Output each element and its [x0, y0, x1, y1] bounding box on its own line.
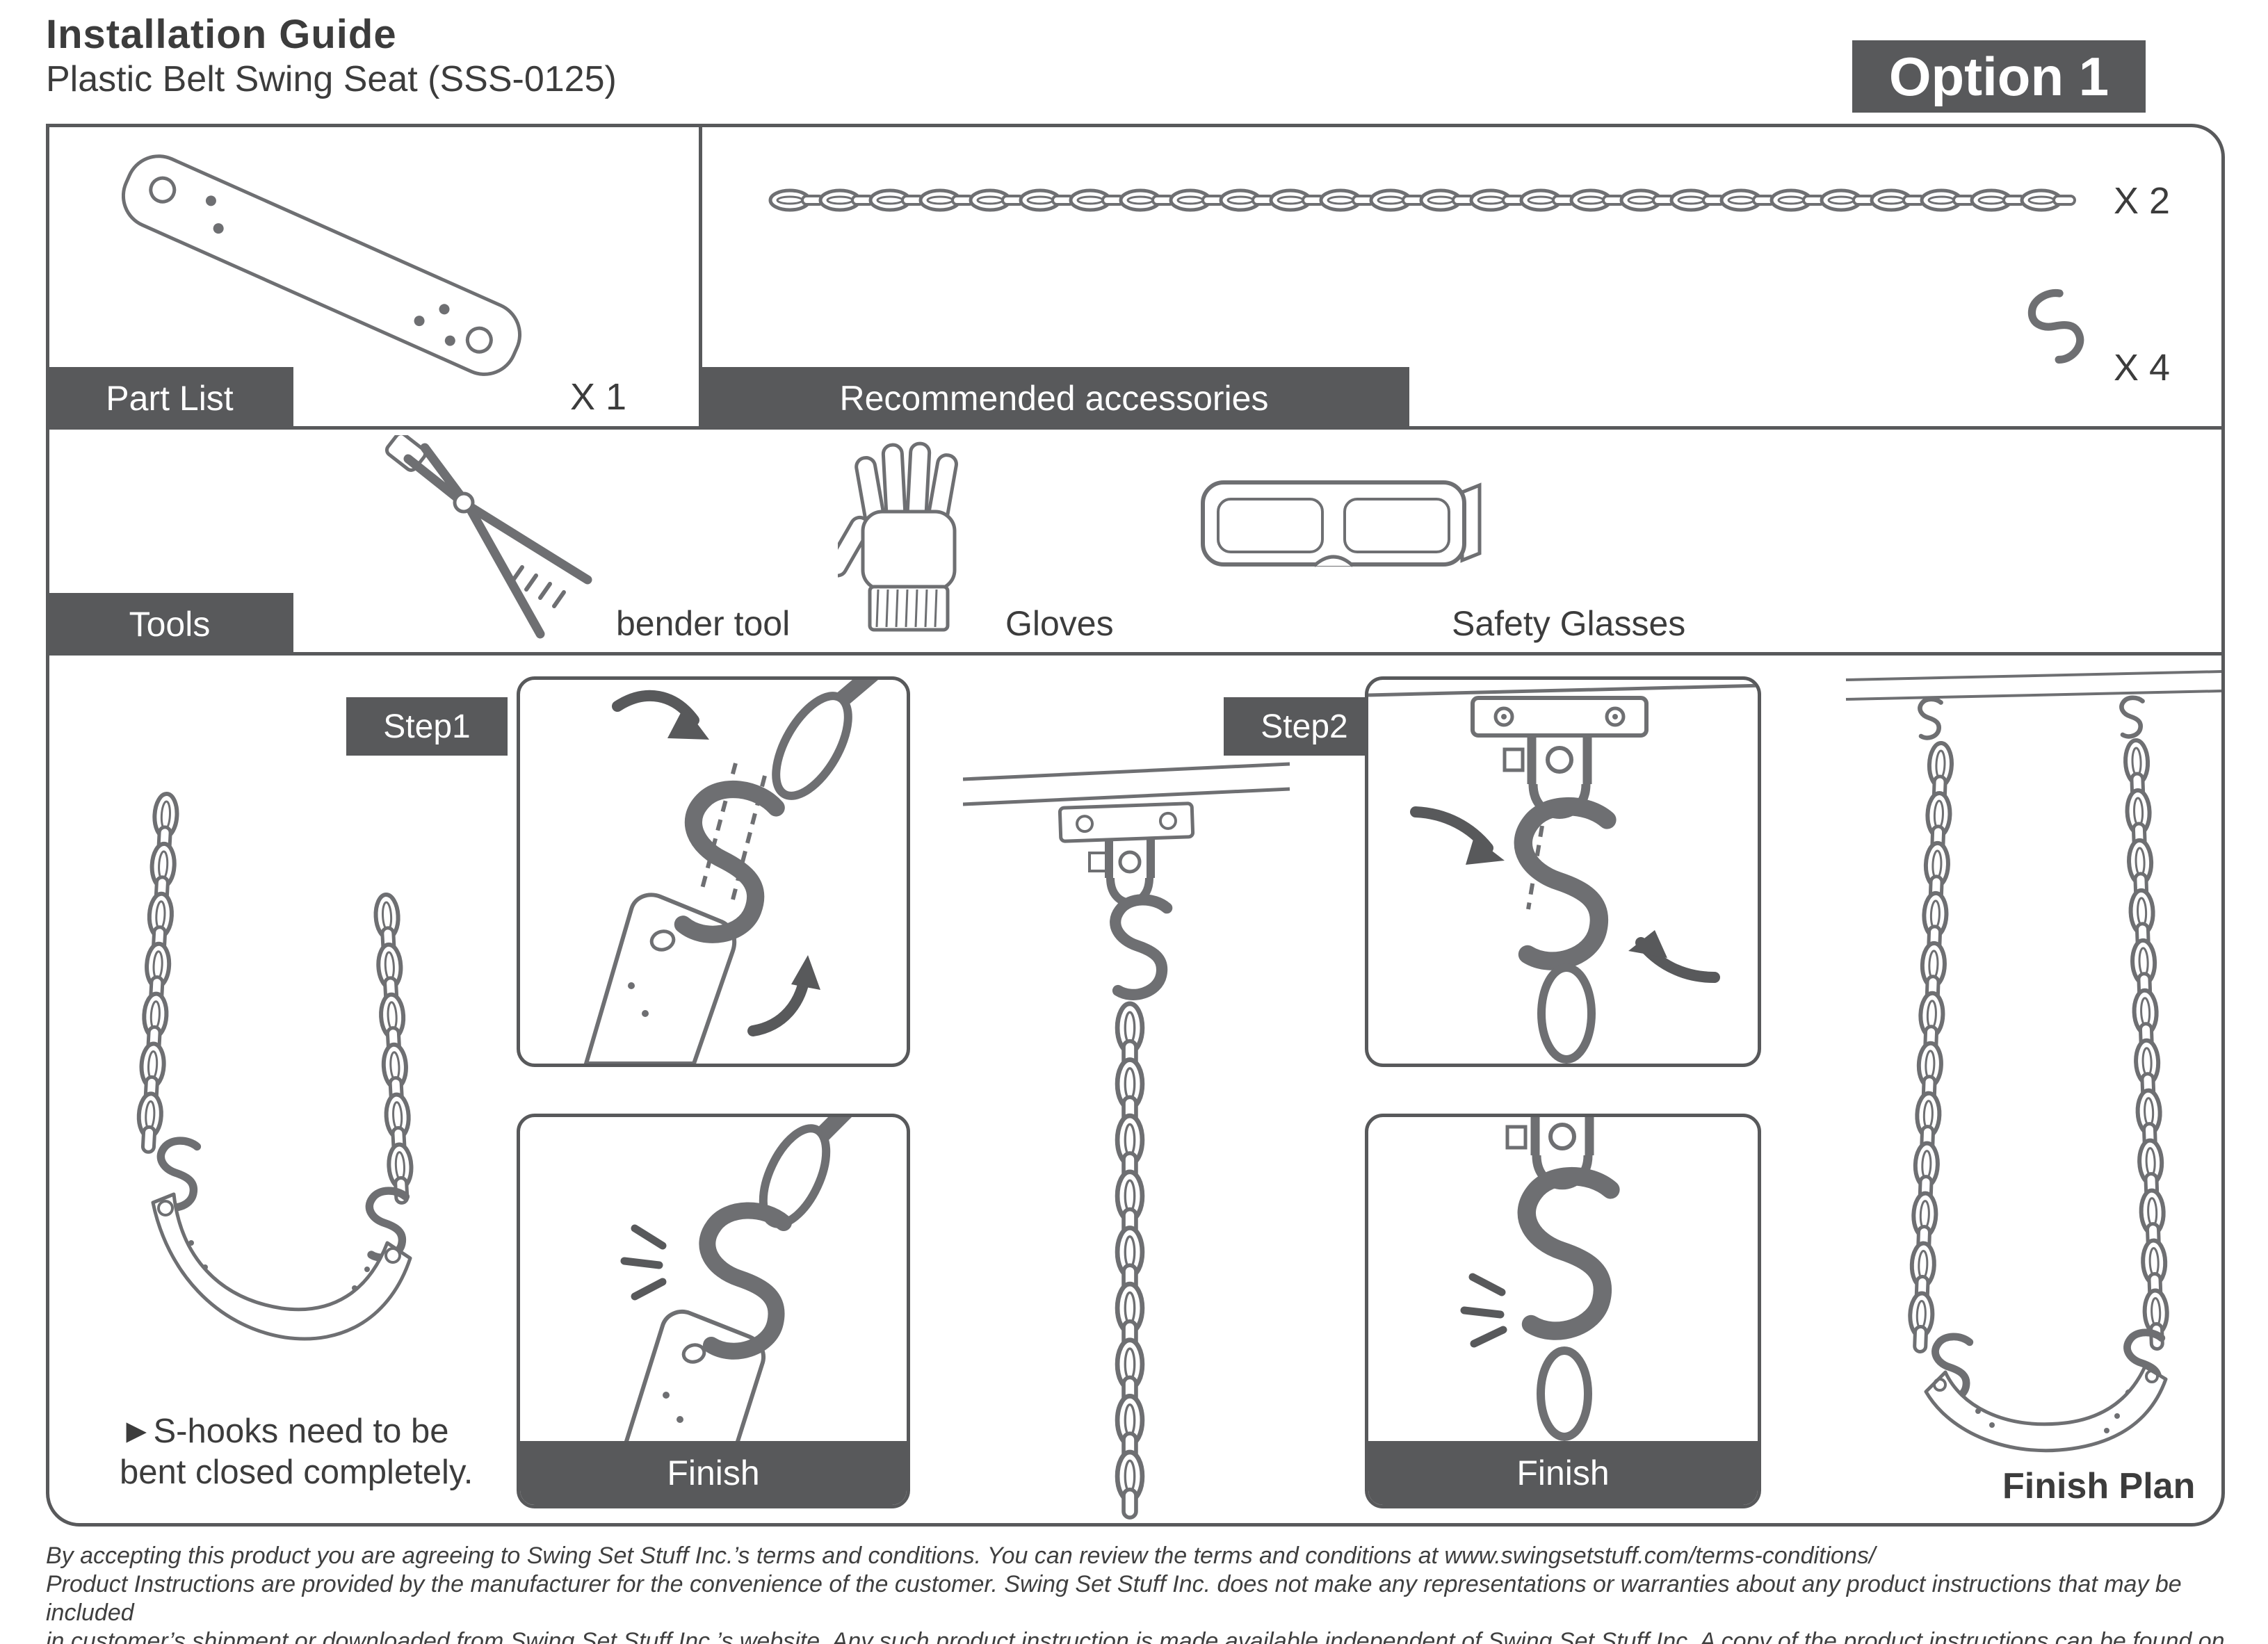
step1-hook-attach-illustration: [584, 680, 878, 1064]
swing-seat-illustration: [122, 154, 522, 376]
part-list-tab: Part List: [46, 367, 293, 430]
step1-finish-illustration: [620, 1117, 852, 1448]
s-hook-illustration: [2009, 281, 2114, 378]
bender-tool-icon: [384, 435, 592, 639]
gloves-label: Gloves: [1005, 604, 1114, 643]
tools-tab: Tools: [46, 593, 293, 656]
step2-finish-frame: Finish: [1365, 1114, 1761, 1508]
chain-quantity: X 2: [2114, 180, 2171, 222]
hanger-chain-illustration: [963, 762, 1290, 1522]
step2-finish-illustration: [1460, 1117, 1761, 1441]
step2-hook-attach-illustration: [1368, 683, 1758, 1064]
legal-footer: By accepting this product you are agreei…: [46, 1542, 2229, 1644]
safety-glasses-icon: [1201, 480, 1482, 567]
main-frame: [46, 124, 2225, 1527]
finish-plan-illustration: [1845, 670, 2222, 1453]
legal-line-2: Product Instructions are provided by the…: [46, 1571, 2182, 1626]
seat-quantity: X 1: [570, 376, 627, 418]
divider-partlist-accessories: [699, 124, 702, 430]
s-hook-quantity: X 4: [2114, 347, 2171, 389]
legal-line-1: By accepting this product you are agreei…: [46, 1543, 1876, 1569]
step2-tab: Step2: [1224, 697, 1385, 756]
accessories-tab: Recommended accessories: [699, 367, 1409, 430]
divider-row2-row3: [46, 652, 2225, 656]
safety-glasses-label: Safety Glasses: [1452, 604, 1686, 643]
swing-with-chains-illustration: [76, 777, 515, 1341]
chain-illustration: [765, 178, 2079, 222]
step2-detail-frame: [1365, 676, 1761, 1067]
gloves-icon: [838, 441, 958, 632]
page-subtitle: Plastic Belt Swing Seat (SSS-0125): [46, 59, 617, 99]
page-title: Installation Guide: [46, 12, 397, 57]
step1-tab: Step1: [346, 697, 508, 756]
bender-tool-label: bender tool: [616, 604, 791, 643]
step1-finish-frame: Finish: [517, 1114, 910, 1508]
step1-finish-label: Finish: [520, 1441, 907, 1505]
option-badge: Option 1: [1852, 40, 2146, 113]
step2-finish-label: Finish: [1368, 1441, 1758, 1505]
legal-line-3: in customer’s shipment or downloaded fro…: [46, 1628, 2225, 1644]
s-hook-note: ►S-hooks need to be bent closed complete…: [120, 1413, 473, 1491]
finish-plan-label: Finish Plan: [2002, 1466, 2196, 1506]
step1-detail-frame: [517, 676, 910, 1067]
